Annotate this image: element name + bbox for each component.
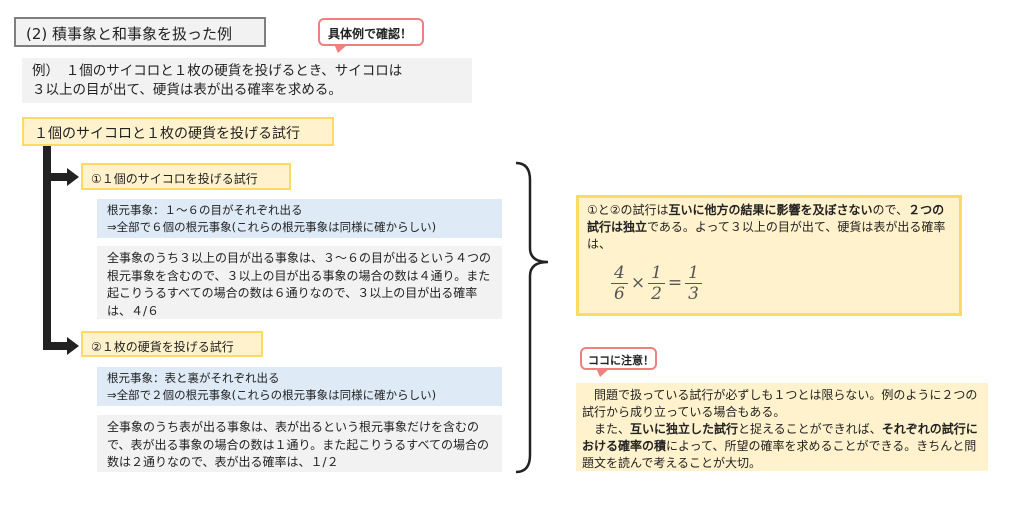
root-event-line: 根元事象：表と裏がそれぞれ出る [107,371,280,385]
text: と捉えることができれば、 [738,422,882,436]
note-box: 問題で扱っている試行が必ずしも１つとは限らない。例のように２つの試行から成り立っ… [576,383,988,471]
text: である。よって３以上の目が出て、硬貨は表が出る確率は、 [587,220,946,251]
trial-header: １個のサイコロと１枚の硬貨を投げる試行 [22,117,334,146]
sub-trial-1-title: ①１個のサイコロを投げる試行 [81,163,291,190]
sub-trial-1-explanation: 全事象のうち３以上の目が出る事象は、３～６の目が出るという４つの根元事象を含むの… [97,246,502,319]
example-line-2: ３以上の目が出て、硬貨は表が出る確率を求める。 [32,82,342,98]
callout-note: ココに注意！ [580,347,657,377]
arrow-right-icon [67,168,79,186]
numerator: 1 [685,263,702,284]
denominator: 6 [614,284,625,304]
sub-trial-2-explanation: 全事象のうち表が出る事象は、表が出るという根元事象だけを含むので、表が出る事象の… [97,415,502,472]
flow-line [43,146,51,350]
times-operator: × [630,273,646,293]
root-event-line: 根元事象：１～６の目がそれぞれ出る [107,203,303,217]
note-paragraph: 問題で扱っている試行が必ずしも１つとは限らない。例のように２つの試行から成り立っ… [582,388,978,419]
emphasis: ２つの試行は独立 [587,203,945,234]
note-paragraph: また、互いに独立した試行と捉えることができれば、それぞれの試行における確率の積に… [582,421,982,472]
numerator: 4 [611,263,628,284]
conclusion-text: ①と②の試行は互いに他方の結果に影響を及ぼさないので、２つの試行は独立である。よ… [587,202,951,253]
sub-trial-1-root-events: 根元事象：１～６の目がそれぞれ出る ⇒全部で６個の根元事象(これらの根元事象は同… [97,199,502,238]
section-title: (2) 積事象と和事象を扱った例 [14,17,266,47]
flow-branch-1 [43,173,69,181]
arrow-right-icon [67,337,79,355]
numerator: 1 [648,263,665,284]
conclusion-box: ①と②の試行は互いに他方の結果に影響を及ぼさないので、２つの試行は独立である。よ… [576,195,962,316]
right-brace-icon [515,161,549,474]
example-problem: 例） １個のサイコロと１枚の硬貨を投げるとき、サイコロは ３以上の目が出て、硬貨… [22,58,472,103]
text: ①と②の試行は [587,203,669,217]
flow-branch-2 [43,342,69,350]
text: によって、所望の確率を求めることができる。きちんと問題文を読んで考えることが大切… [582,439,977,470]
sub-trial-2-root-events: 根元事象：表と裏がそれぞれ出る ⇒全部で２個の根元事象(これらの根元事象は同様に… [97,367,502,406]
denominator: 2 [651,284,662,304]
root-event-line: ⇒全部で６個の根元事象(これらの根元事象は同様に確からしい) [107,220,437,234]
root-event-line: ⇒全部で２個の根元事象(これらの根元事象は同様に確からしい) [107,388,437,402]
example-line-1: 例） １個のサイコロと１枚の硬貨を投げるとき、サイコロは [32,63,403,79]
emphasis: 互いに独立した試行 [630,422,739,436]
text: ので、 [872,203,909,217]
emphasis: 互いに他方の結果に影響を及ぼさない [668,203,873,217]
text: また、 [582,422,631,436]
emphasis: それぞれの試行における確率の積 [582,422,978,453]
equals-operator: = [667,273,683,293]
denominator: 3 [688,284,699,304]
sub-trial-2-title: ②１枚の硬貨を投げる試行 [81,331,263,357]
callout-example: 具体例で確認！ [318,18,424,53]
